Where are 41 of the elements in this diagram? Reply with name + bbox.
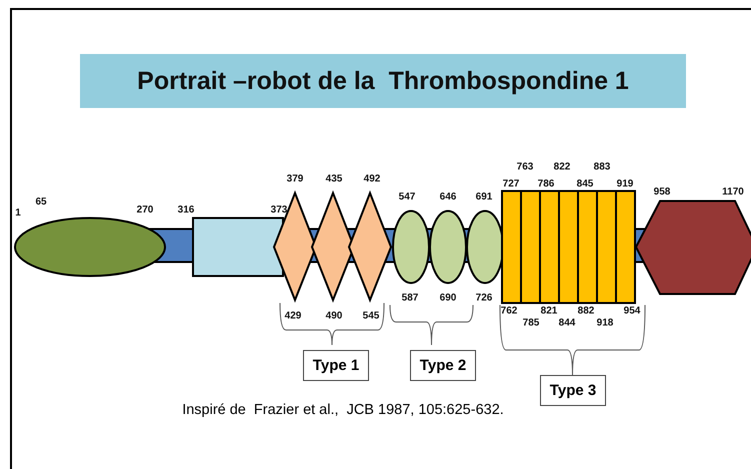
- residue-number: 785: [522, 318, 540, 328]
- residue-number: 547: [398, 192, 416, 202]
- type-label-box: [540, 375, 606, 406]
- residue-number: 492: [364, 174, 380, 184]
- residue-number: 270: [136, 204, 154, 216]
- type-label: Type 2: [420, 357, 466, 374]
- residue-number: 882: [578, 306, 594, 316]
- residue-number: 373: [270, 204, 288, 216]
- residue-number: 545: [362, 310, 380, 322]
- type-label-box: [410, 350, 476, 381]
- citation-caption: Inspiré de Frazier et al., JCB 1987, 105:625-632.: [181, 402, 505, 418]
- residue-number: 690: [440, 292, 456, 304]
- type-label-box: [303, 350, 369, 381]
- residue-number: 587: [402, 292, 418, 304]
- residue-number: 646: [440, 192, 456, 202]
- residue-number: 379: [286, 174, 304, 184]
- residue-number: 883: [594, 162, 610, 172]
- residue-number: 727: [502, 178, 520, 190]
- type-label: Type 1: [312, 357, 360, 374]
- residue-number: 691: [476, 192, 492, 202]
- residue-number: 918: [596, 318, 614, 328]
- residue-number: 490: [326, 310, 342, 322]
- residue-number: 822: [554, 162, 570, 172]
- residue-number: 316: [178, 204, 194, 216]
- residue-number: 762: [500, 306, 518, 316]
- residue-number: 65: [35, 196, 47, 208]
- residue-number: 919: [616, 178, 634, 190]
- residue-number: 844: [558, 318, 576, 328]
- residue-number: 429: [284, 310, 302, 322]
- residue-number: 726: [476, 292, 492, 304]
- title: Portrait –robot de la Thrombospondine 1: [137, 66, 629, 96]
- residue-number: 435: [326, 174, 342, 184]
- residue-number: 958: [654, 186, 670, 198]
- residue-number: 1170: [722, 186, 744, 198]
- type-label: Type 3: [550, 382, 596, 399]
- residue-number: 954: [624, 306, 640, 316]
- residue-number: 763: [516, 162, 534, 172]
- residue-number: 821: [540, 306, 558, 316]
- residue-number: 1: [15, 208, 21, 218]
- residue-number: 845: [576, 178, 594, 190]
- residue-number: 786: [538, 178, 554, 190]
